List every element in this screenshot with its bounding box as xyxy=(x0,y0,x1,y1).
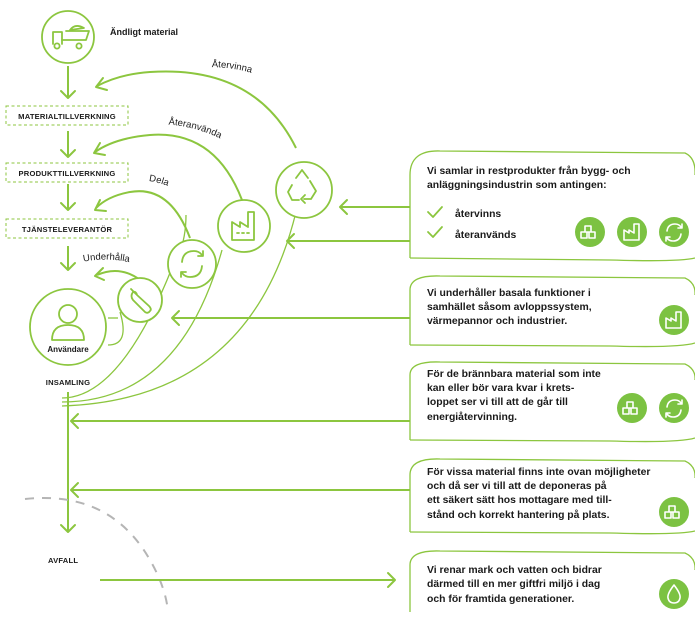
checkmark-icon xyxy=(427,226,443,238)
stage-manufacturing-label: MATERIALTILLVERKNING xyxy=(18,112,116,121)
panel-collect-item-2: återanvänds xyxy=(455,229,516,241)
panel-collect-intro-1: Vi samlar in restprodukter från bygg- oc… xyxy=(427,165,631,177)
panel-energy-line-2: kan eller bör vara kvar i krets- xyxy=(427,383,575,394)
blocks-icon xyxy=(659,497,689,527)
panel-energy-line-4: energiåtervinning. xyxy=(427,411,517,423)
factory-node xyxy=(217,199,271,253)
source-node: Ändligt material xyxy=(41,10,178,64)
panel-maintain-line-3: värmepannor och industrier. xyxy=(427,316,567,327)
arc-share-label: Dela xyxy=(148,173,171,189)
panel-collect: Vi samlar in restprodukter från bygg- oc… xyxy=(409,150,695,262)
dump-truck-icon xyxy=(52,25,90,50)
panel-landfill-line-2: och då ser vi till att de deponeras på xyxy=(427,480,607,492)
arc-maintain-label: Underhålla xyxy=(82,252,131,266)
refresh-icon xyxy=(659,217,689,247)
stage-manufacturing: MATERIALTILLVERKNING xyxy=(5,105,129,126)
panel-landfill: För vissa material finns inte ovan möjli… xyxy=(409,458,695,535)
panel-clean-line-2: därmed till en mer giftfri miljö i dag xyxy=(427,579,600,590)
panel-landfill-line-4: stånd och korrekt hantering på plats. xyxy=(427,509,610,521)
panel-energy-line-3: loppet ser vi till att de går till xyxy=(427,396,568,408)
factory-icon xyxy=(231,211,255,241)
panel-landfill-line-3: ett säkert sätt hos mottagare med till- xyxy=(427,495,612,506)
stage-product: PRODUKTTILLVERKNING xyxy=(5,162,129,183)
wrench-icon xyxy=(130,288,152,314)
panel-maintain-line-2: samhället såsom avloppssystem, xyxy=(427,301,592,313)
factory-icon xyxy=(659,305,689,335)
recycle-icon xyxy=(287,169,317,204)
factory-icon xyxy=(617,217,647,247)
stage-product-label: PRODUKTTILLVERKNING xyxy=(19,169,116,178)
panel-energy: För de brännbara material som inte kan e… xyxy=(409,361,695,443)
panel-landfill-line-1: För vissa material finns inte ovan möjli… xyxy=(427,467,650,478)
blocks-icon xyxy=(617,393,647,423)
arc-recycle-label: Återvinna xyxy=(212,59,254,76)
panel-maintain: Vi underhåller basala funktioner i samhä… xyxy=(409,275,695,348)
refresh-node xyxy=(167,239,217,289)
refresh-icon xyxy=(180,250,204,278)
panel-clean-line-1: Vi renar mark och vatten och bidrar xyxy=(427,565,602,576)
checkmark-icon xyxy=(427,206,443,218)
blocks-icon xyxy=(575,217,605,247)
droplet-icon xyxy=(659,579,689,609)
panel-clean: Vi renar mark och vatten och bidrar därm… xyxy=(409,550,695,612)
recycle-node xyxy=(275,161,333,219)
panel-energy-line-1: För de brännbara material som inte xyxy=(427,369,601,380)
arc-reuse-label: Återanvända xyxy=(168,117,224,142)
user-node: Användare xyxy=(29,288,107,366)
panel-maintain-line-1: Vi underhåller basala funktioner i xyxy=(427,287,591,299)
waste-label: AVFALL xyxy=(48,556,78,565)
source-label: Ändligt material xyxy=(110,27,178,37)
stage-service-label: TJÄNSTELEVERANTÖR xyxy=(22,225,113,234)
refresh-icon xyxy=(659,393,689,423)
panel-collect-intro-2: anläggningsindustrin som antingen: xyxy=(427,180,607,191)
panel-clean-line-3: och för framtida generationer. xyxy=(427,594,574,605)
wrench-node xyxy=(117,277,163,323)
panel-collect-item-1: återvinns xyxy=(455,208,501,220)
stage-service: TJÄNSTELEVERANTÖR xyxy=(5,218,129,239)
user-label: Användare xyxy=(47,345,89,354)
collection-label: INSAMLING xyxy=(46,378,90,387)
user-icon xyxy=(51,304,85,341)
